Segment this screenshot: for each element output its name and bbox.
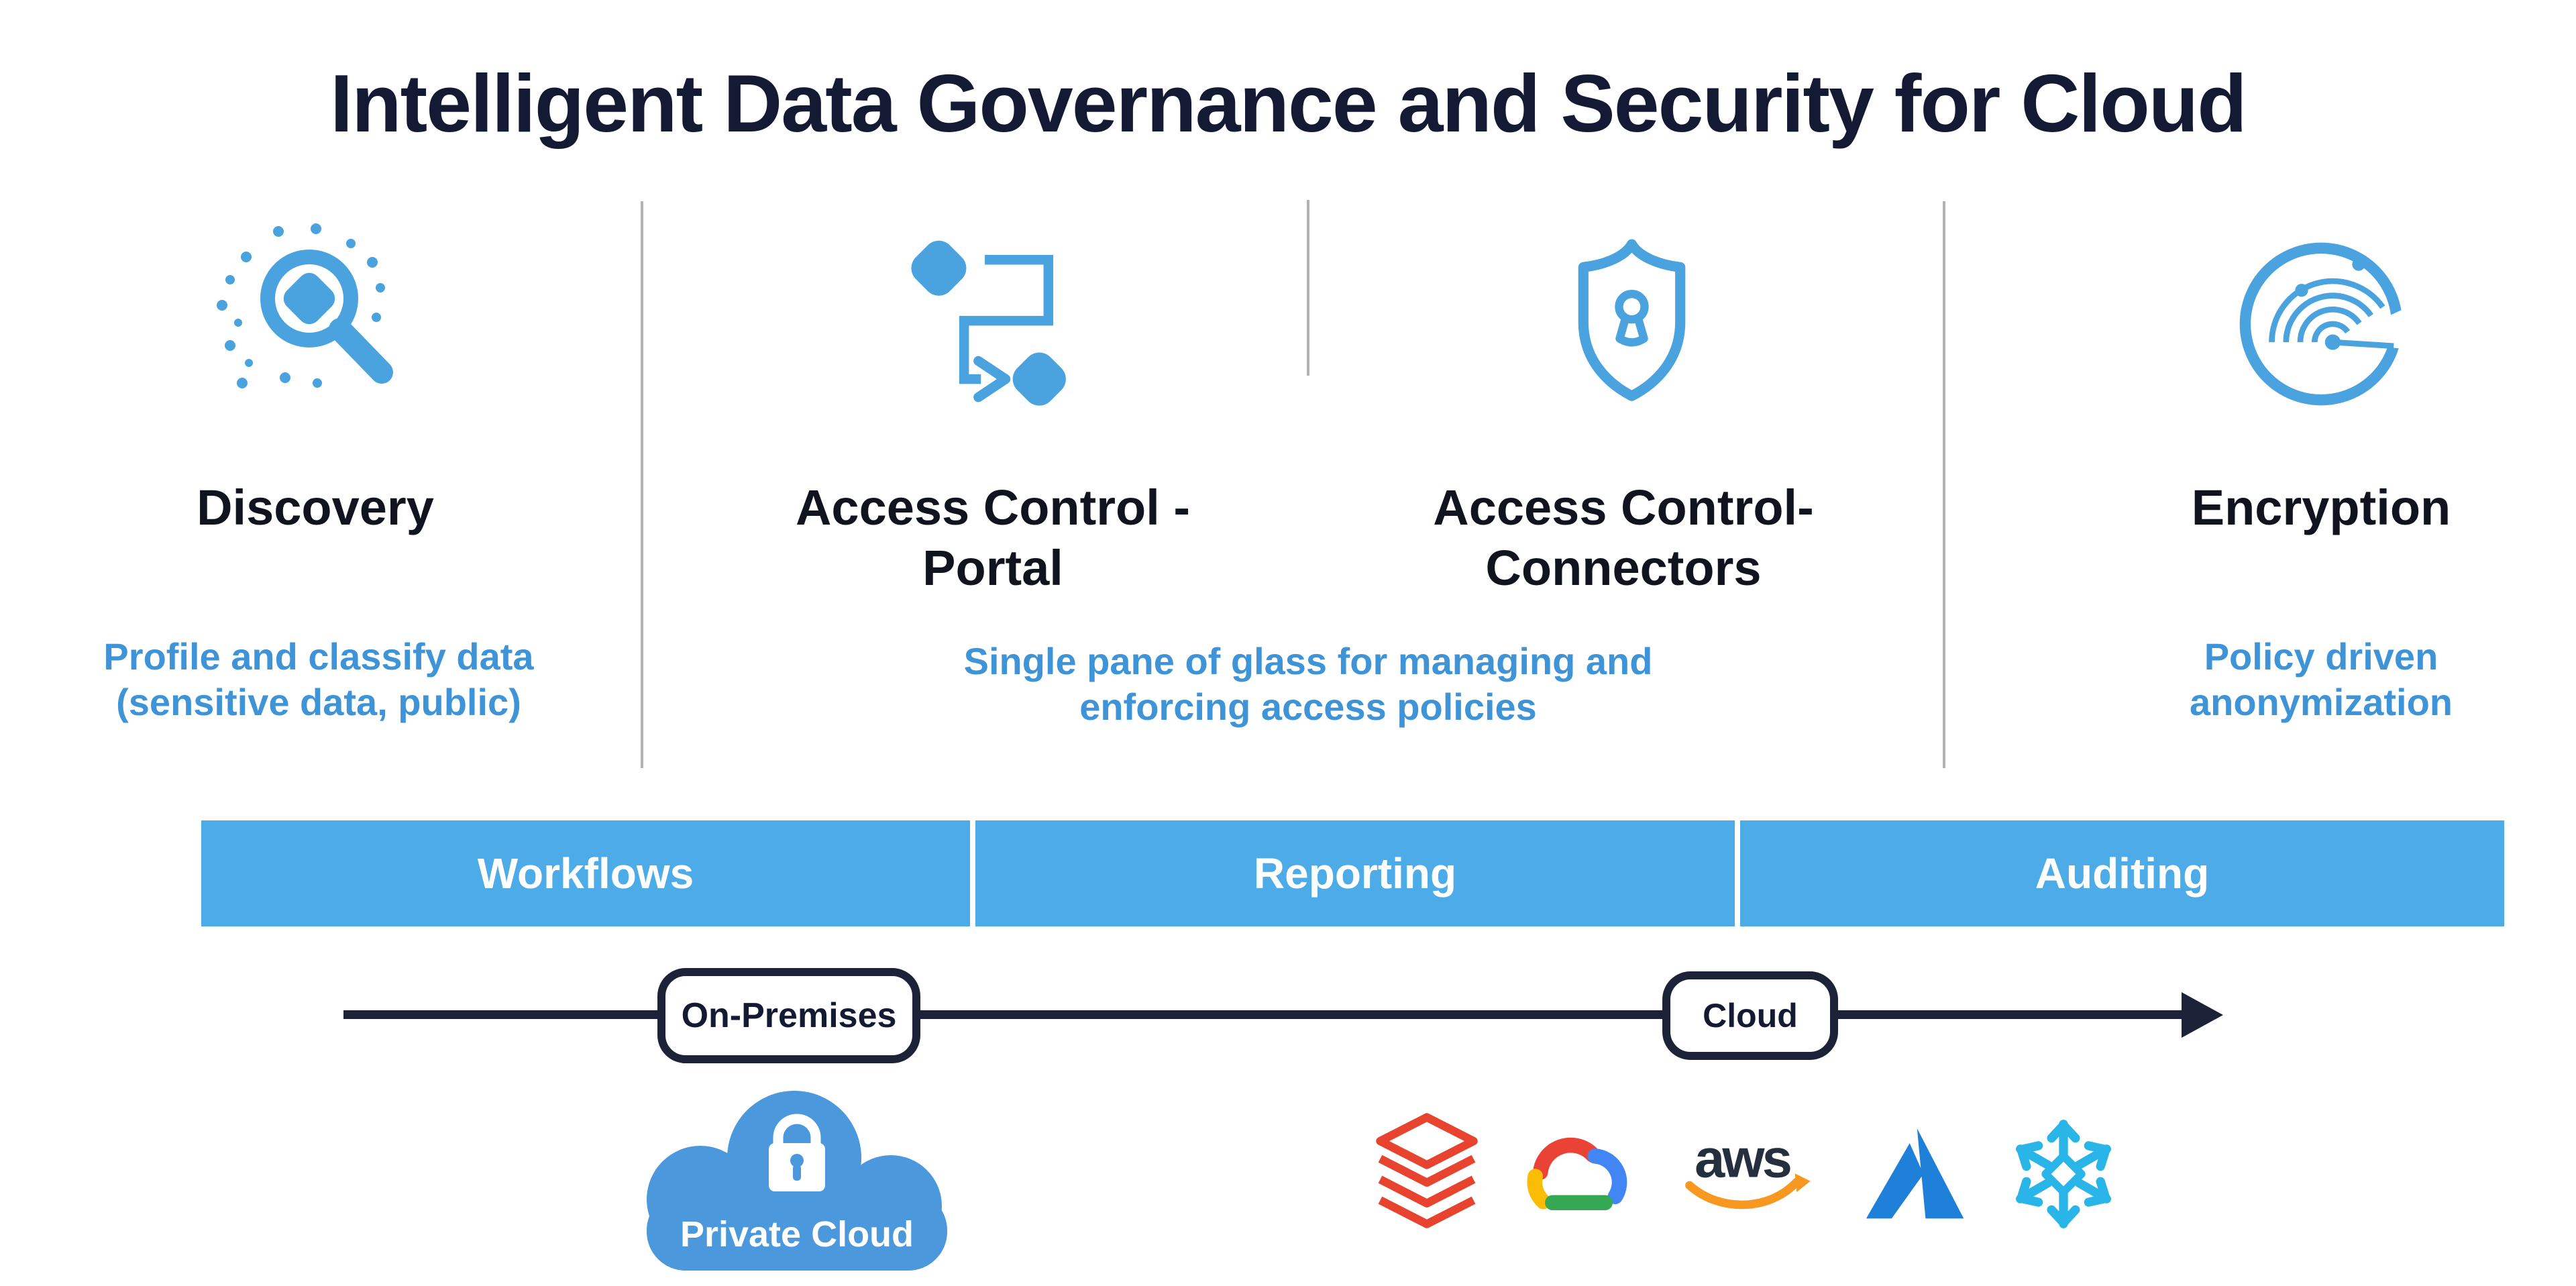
azure-logo-icon	[1861, 1112, 1967, 1236]
column-title-line: Access Control-	[1433, 480, 1814, 535]
bar-section-workflows: Workflows	[201, 820, 970, 926]
encryption-description: Policy driven anonymization	[2039, 634, 2576, 725]
description-line: (sensitive data, public)	[116, 681, 521, 723]
on-premises-label-box: On-Premises	[657, 968, 920, 1063]
padlock-icon	[769, 1114, 825, 1191]
bar-section-auditing: Auditing	[1740, 820, 2504, 926]
description-line: anonymization	[2189, 681, 2453, 723]
column-title-line: Portal	[922, 540, 1063, 596]
column-title-access-control-portal: Access Control - Portal	[691, 478, 1295, 598]
aws-wordmark: aws	[1695, 1128, 1790, 1189]
column-title-encryption: Encryption	[2019, 478, 2576, 538]
column-title-line: Encryption	[2191, 480, 2451, 535]
column-title-line: Discovery	[197, 480, 434, 535]
on-premises-label: On-Premises	[681, 996, 897, 1035]
snowflake-logo-icon	[1998, 1108, 2129, 1240]
shield-keyhole-icon	[1536, 225, 1727, 419]
page-title: Intelligent Data Governance and Security…	[330, 58, 2247, 149]
workflow-path-icon	[889, 225, 1083, 419]
description-line: Single pane of glass for managing and	[963, 640, 1653, 682]
column-title-line: Connectors	[1485, 540, 1762, 596]
aws-logo-icon: aws	[1669, 1126, 1818, 1220]
radar-scan-icon	[2224, 227, 2418, 421]
column-divider-3	[1943, 201, 1945, 768]
column-title-discovery: Discovery	[13, 478, 617, 538]
description-line: enforcing access policies	[1079, 686, 1537, 728]
access-control-description: Single pane of glass for managing and en…	[839, 639, 1778, 730]
google-cloud-logo-icon	[1508, 1122, 1640, 1219]
column-title-line: Access Control -	[795, 480, 1191, 535]
bar-label: Workflows	[477, 849, 694, 898]
cloud-label-box: Cloud	[1662, 971, 1838, 1060]
databricks-logo-icon	[1370, 1111, 1484, 1240]
private-cloud-icon: Private Cloud	[623, 1073, 973, 1278]
private-cloud-label: Private Cloud	[680, 1214, 914, 1254]
column-divider-2	[1307, 200, 1309, 376]
description-line: Profile and classify data	[103, 635, 534, 678]
column-title-access-control-connectors: Access Control- Connectors	[1322, 478, 1925, 598]
cloud-label: Cloud	[1703, 997, 1798, 1034]
bar-label: Auditing	[2035, 849, 2210, 898]
timeline-arrow-line	[343, 1010, 2187, 1019]
column-divider-1	[641, 201, 643, 768]
bar-section-reporting: Reporting	[975, 820, 1735, 926]
description-line: Policy driven	[2204, 635, 2438, 678]
bar-label: Reporting	[1253, 849, 1457, 898]
timeline-arrowhead-icon	[2182, 992, 2223, 1038]
magnifier-dots-icon	[211, 218, 419, 426]
discovery-description: Profile and classify data (sensitive dat…	[30, 634, 607, 725]
